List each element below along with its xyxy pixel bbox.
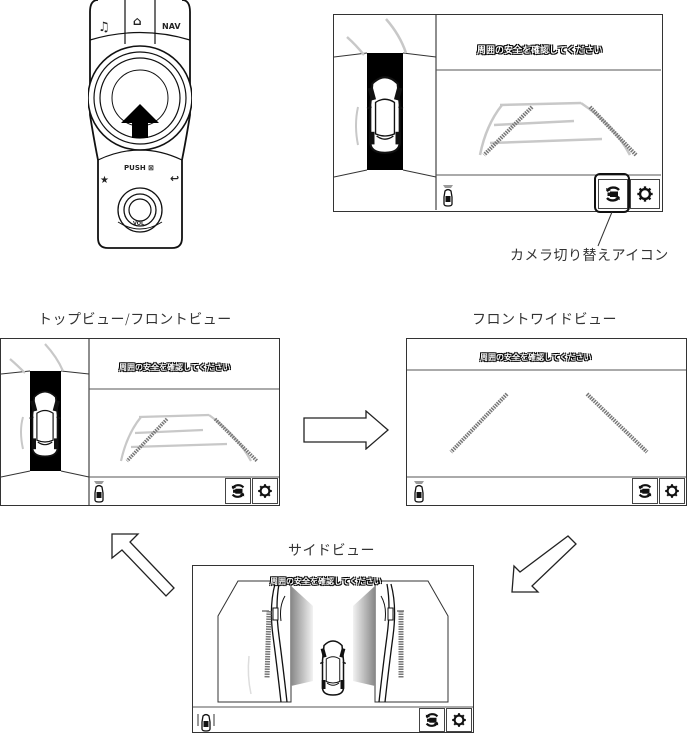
push-mute-label: PUSH ⊠ [124,164,154,172]
vehicle-status-indicator [93,481,105,503]
nav-button[interactable]: NAV [162,22,181,31]
safety-message: 周囲の安全を確認してください [477,46,603,56]
safety-message: 周囲の安全を確認してください [270,577,382,586]
caption-front-wide-view: フロントワイドビュー [472,312,617,328]
camera-switch-button[interactable] [598,179,628,209]
top-front-graphics [1,339,279,505]
caption-top-front-view: トップビュー/フロントビュー [38,312,232,328]
favorite-button[interactable]: ★ [100,175,109,186]
arrow-down-left-icon [511,535,577,593]
safety-message: 周囲の安全を確認してください [480,353,592,362]
gear-icon [451,712,467,728]
music-button[interactable]: ♫ [98,20,110,35]
caption-side-view: サイドビュー [288,543,375,559]
vehicle-status-indicator [442,185,454,207]
push-label: PUSH [124,164,146,172]
joystick-knob[interactable] [112,70,168,126]
top-view-graphics [334,15,661,210]
camera-switch-icon [423,711,441,729]
camera-switch-callout-label: カメラ切り替えアイコン [510,248,669,264]
arrow-right-icon [303,410,389,450]
gear-icon [636,185,654,203]
home-icon[interactable]: ⌂ [133,14,142,28]
screen-top-front-view: 周囲の安全を確認してください [0,338,280,506]
front-wide-graphics [407,369,686,478]
camera-switch-highlight [594,173,630,213]
gear-icon [664,483,680,499]
screen-side-view: 周囲の安全を確認してください [192,565,474,733]
side-view-graphics [193,580,473,708]
volume-label: VOL [133,221,145,227]
screen-front-wide-view: 周囲の安全を確認してください [406,338,687,506]
camera-switch-button[interactable] [225,478,251,504]
settings-button[interactable] [252,478,278,504]
settings-button[interactable] [630,179,660,209]
settings-button[interactable] [659,478,685,504]
settings-button[interactable] [446,708,472,732]
camera-switch-icon [229,482,247,500]
vehicle-status-indicator [197,710,215,732]
commander-controller: ♫ ⌂ NAV ★ ↩ PUSH ⊠ VOL [88,0,192,250]
screen-top-view-main: 周囲の安全を確認してください [333,14,663,212]
mute-icon: ⊠ [145,164,155,172]
camera-switch-icon [636,482,654,500]
safety-message: 周囲の安全を確認してください [119,363,231,372]
camera-switch-button[interactable] [419,708,445,732]
arrow-up-left-icon [111,533,175,597]
back-icon[interactable]: ↩ [170,172,180,185]
camera-switch-button[interactable] [632,478,658,504]
callout-leader-line [597,211,613,247]
gear-icon [257,483,273,499]
vehicle-status-indicator [413,481,425,503]
volume-knob[interactable] [118,188,162,232]
